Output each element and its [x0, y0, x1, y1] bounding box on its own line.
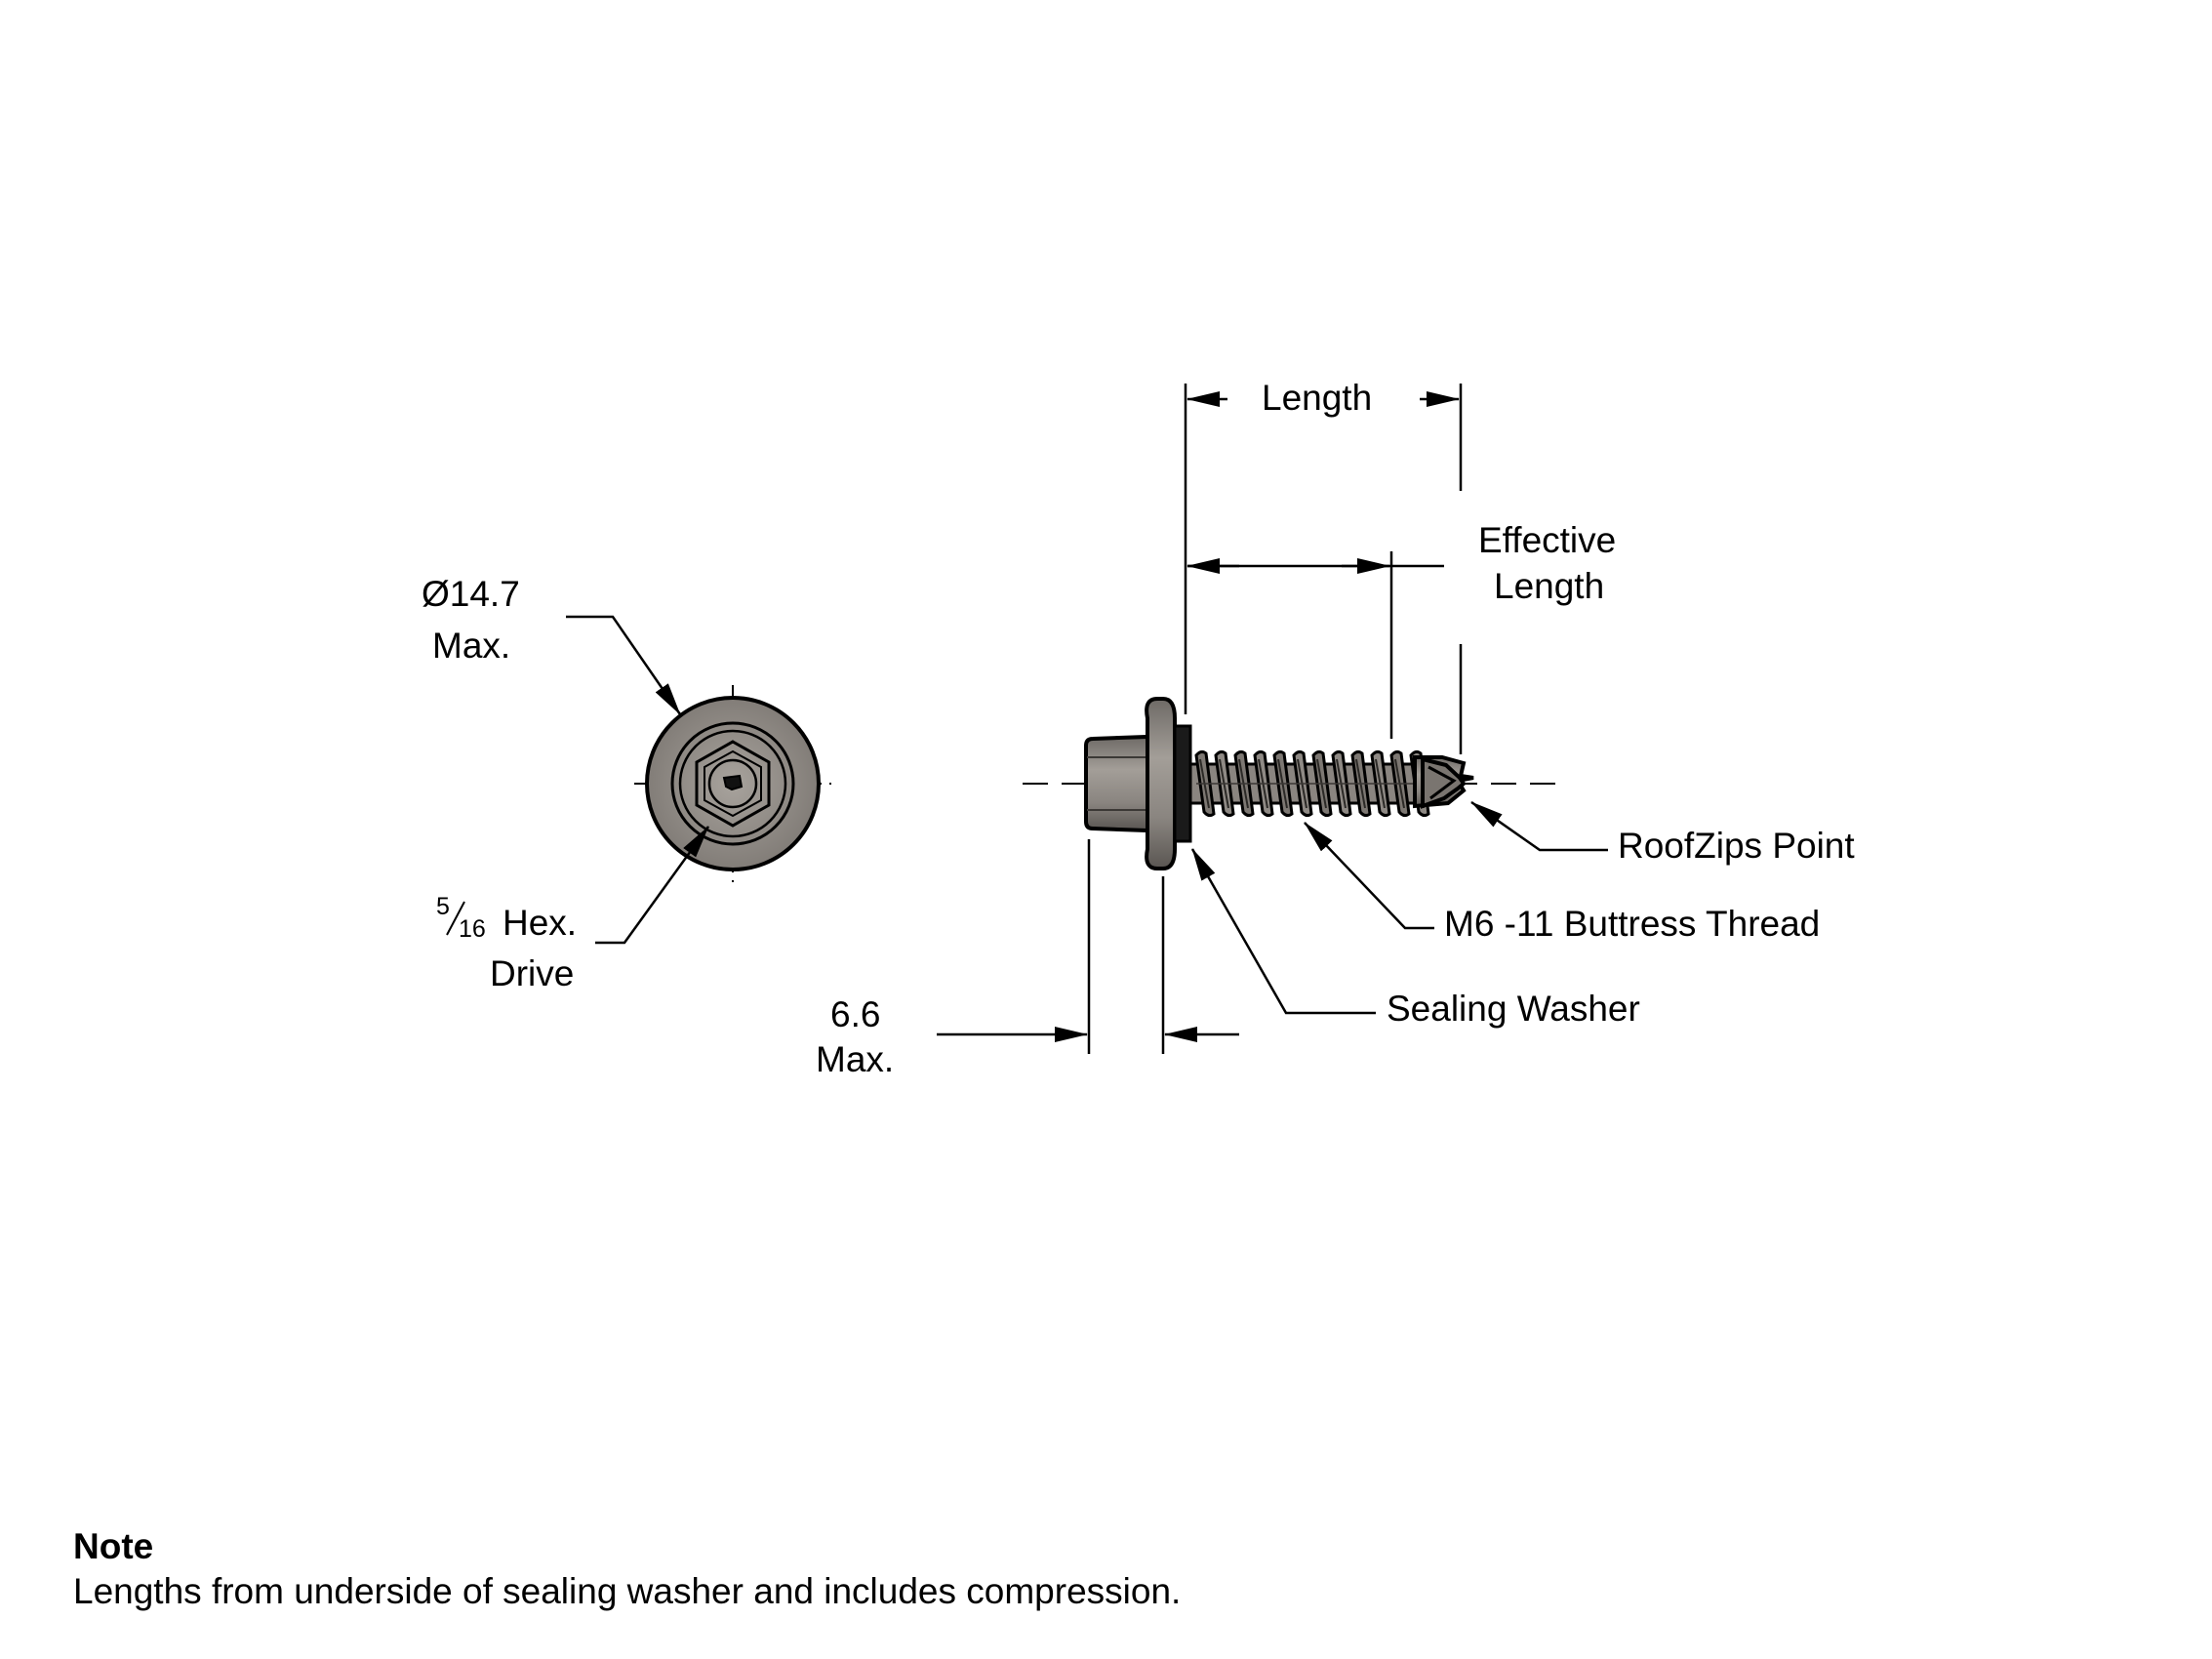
sealing-washer — [1173, 724, 1192, 843]
end-view-shank — [707, 758, 758, 809]
note-title: Note — [73, 1526, 154, 1566]
note-text: Lengths from underside of sealing washer… — [73, 1571, 1182, 1611]
diameter-leader — [566, 615, 682, 715]
point-leader — [1470, 800, 1608, 852]
end-view-hex-drive — [695, 740, 771, 828]
drive-fraction-numerator: 5 — [436, 893, 450, 920]
end-view-head-ring — [670, 721, 795, 846]
drive-fraction-bar — [446, 901, 465, 936]
screw-threads — [1194, 749, 1430, 818]
head-height-sub-label: Max. — [816, 1039, 894, 1079]
side-view: Length Effective Length 6.6 Max. RoofZip… — [816, 378, 1855, 1079]
screw-point-flute — [1428, 765, 1457, 800]
effective-length-label-line1: Effective — [1478, 520, 1616, 560]
screw-hex-head — [1084, 734, 1149, 833]
thread-label: M6 -11 Buttress Thread — [1444, 904, 1820, 944]
thread-leader — [1304, 822, 1434, 930]
drive-sub-label: Drive — [490, 953, 574, 993]
drive-leader — [595, 826, 710, 945]
drive-label: Hex. — [503, 903, 577, 943]
effective-length-label-line2: Length — [1494, 566, 1604, 606]
point-label: RoofZips Point — [1618, 826, 1855, 866]
end-view-point-mark — [722, 774, 744, 791]
diameter-label: Ø14.7 — [422, 574, 520, 614]
end-view: Ø14.7 Max. 5 16 Hex. Drive — [422, 574, 831, 993]
end-view-head-ring-inner — [678, 729, 787, 838]
washer-leader — [1190, 848, 1376, 1015]
note-block: Note Lengths from underside of sealing w… — [73, 1524, 1181, 1614]
length-label: Length — [1262, 378, 1372, 418]
screw-flange — [1145, 697, 1177, 870]
washer-label: Sealing Washer — [1387, 989, 1640, 1029]
drive-fraction-denominator: 16 — [459, 915, 486, 943]
diameter-sub-label: Max. — [432, 626, 510, 666]
end-view-hex-inner — [704, 749, 762, 818]
head-height-label: 6.6 — [830, 994, 880, 1034]
